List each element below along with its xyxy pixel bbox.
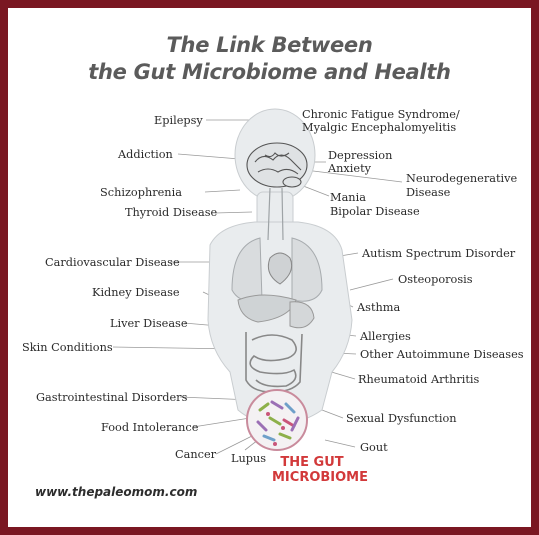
label-schizophrenia: Schizophrenia	[100, 186, 182, 199]
label-liver-disease: Liver Disease	[110, 317, 188, 330]
title-line-2: the Gut Microbiome and Health	[88, 60, 451, 84]
label-skin-conditions: Skin Conditions	[22, 341, 113, 354]
label-anxiety: Anxiety	[328, 162, 372, 175]
lungs	[231, 237, 323, 302]
stomach	[289, 301, 315, 329]
label-osteoporosis: Osteoporosis	[398, 273, 473, 286]
label-other-autoimmune: Other Autoimmune Diseases	[360, 348, 524, 361]
label-lupus: Lupus	[231, 452, 267, 465]
label-neurodegenerative-line2: Disease	[406, 186, 451, 199]
label-cfs-line1: Chronic Fatigue Syndrome/	[302, 108, 460, 121]
label-sexual-dysfunction: Sexual Dysfunction	[346, 412, 457, 425]
brain	[246, 142, 308, 188]
label-gastrointestinal-disorders: Gastrointestinal Disorders	[36, 391, 188, 404]
label-allergies: Allergies	[360, 330, 411, 343]
label-asthma: Asthma	[357, 301, 401, 314]
gut-label-line1: THE GUT	[280, 455, 344, 470]
label-autism: Autism Spectrum Disorder	[362, 247, 516, 260]
liver	[237, 294, 297, 323]
label-cancer: Cancer	[175, 448, 217, 461]
label-depression: Depression	[328, 149, 393, 162]
label-neurodegenerative-line1: Neurodegenerative	[406, 172, 518, 185]
title-line-1: The Link Between	[166, 33, 373, 57]
label-cardiovascular-disease: Cardiovascular Disease	[45, 256, 180, 269]
label-mania: Mania	[330, 191, 366, 204]
label-thyroid-disease: Thyroid Disease	[125, 206, 218, 219]
microbiome-circle	[246, 389, 308, 451]
gut-microbiome-label: THE GUT MICROBIOME	[272, 455, 368, 485]
website-url: www.thepaleomom.com	[35, 485, 198, 499]
label-food-intolerance: Food Intolerance	[101, 421, 199, 434]
label-kidney-disease: Kidney Disease	[92, 286, 180, 299]
heart	[267, 252, 293, 285]
label-addiction: Addiction	[118, 148, 173, 161]
label-bipolar-disease: Bipolar Disease	[330, 205, 420, 218]
label-rheumatoid-arthritis: Rheumatoid Arthritis	[358, 373, 480, 386]
label-gout: Gout	[360, 441, 388, 454]
label-cfs-line2: Myalgic Encephalomyelitis	[302, 121, 457, 134]
label-epilepsy: Epilepsy	[154, 114, 203, 127]
gut-label-line2: MICROBIOME	[272, 470, 368, 485]
